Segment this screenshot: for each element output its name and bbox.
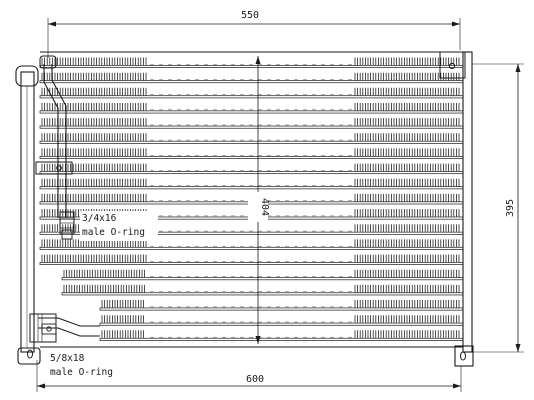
core-tube (39, 262, 464, 266)
core-fins-block (354, 133, 460, 141)
core-fins-block (41, 133, 147, 141)
core-fins-block (354, 300, 460, 308)
core-tube (39, 246, 464, 250)
dimension-overall-height-label: 395 (505, 199, 516, 217)
core-tube (39, 125, 464, 129)
core-fins-block (354, 87, 460, 96)
core-fins-block (354, 118, 460, 126)
core-fins-block (101, 315, 144, 323)
core-fins-block (354, 57, 460, 66)
core-fins-block (41, 118, 147, 126)
core-fins-block (354, 284, 460, 293)
core-fins-block (41, 239, 147, 247)
core-fins-block (354, 163, 460, 172)
lower-outlet-pipe (27, 313, 100, 359)
core-fins-block (63, 269, 145, 278)
core-tube (99, 322, 464, 326)
core-fins-block (101, 300, 144, 308)
dimension-core-height-label: 404 (259, 198, 270, 216)
dimension-bottom-width-label: 600 (246, 374, 264, 385)
upper-inlet-pipe (35, 55, 75, 240)
upper-fitting-type: male O-ring (82, 227, 145, 238)
lower-fitting-note: 5/8x18 male O-ring (47, 350, 127, 380)
core-fins-block (354, 254, 460, 263)
core-fins-block (41, 178, 147, 187)
core-fins-block (354, 224, 460, 232)
dimension-bottom-width: 600 (36, 360, 462, 392)
dimension-top-width-label: 550 (241, 10, 259, 21)
core-fins-block (354, 330, 460, 338)
core-fins-block (41, 163, 147, 172)
core-tube (99, 307, 464, 311)
core-fins-block (41, 254, 147, 263)
core-fins-block (354, 148, 460, 156)
upper-fitting-size: 3/4x16 (82, 213, 117, 224)
left-header-tank (15, 65, 41, 365)
core-tube (39, 110, 464, 114)
right-header-tank (439, 51, 474, 367)
core-frame (40, 51, 463, 348)
core-fins-block (41, 87, 147, 96)
core-tube (39, 65, 464, 68)
dimension-overall-height: 395 (472, 63, 524, 353)
core-tube (99, 337, 464, 341)
core-tube (61, 292, 464, 296)
core-fins-block (354, 209, 460, 217)
dimension-top-width: 550 (47, 10, 461, 58)
lower-fitting-size: 5/8x18 (50, 353, 85, 364)
core-tube (61, 277, 464, 281)
core-fins-block (354, 269, 460, 278)
core-fins-block (41, 148, 147, 156)
core-tube (39, 155, 464, 159)
core-fins-block (354, 239, 460, 247)
lower-fitting-type: male O-ring (50, 367, 113, 378)
core-fins-block (41, 57, 147, 66)
core-fins-block (354, 178, 460, 187)
core-fins-block (63, 284, 145, 293)
core-fins-block (101, 330, 144, 338)
core-tube (39, 186, 464, 190)
core-fins-block (41, 193, 147, 202)
core-fins-block (354, 315, 460, 323)
core-fins-block (41, 103, 147, 111)
core-tube (39, 140, 464, 144)
upper-fitting-note: 3/4x16 male O-ring (80, 211, 158, 241)
core-tube (39, 80, 464, 84)
dimension-core-height: 404 (248, 56, 270, 344)
core-tube (39, 95, 464, 99)
core-tube (39, 171, 464, 175)
core-fins-block (354, 103, 460, 111)
core-fins-block (354, 193, 460, 202)
core-fins-block (41, 72, 147, 81)
core-fins-block (354, 72, 460, 81)
